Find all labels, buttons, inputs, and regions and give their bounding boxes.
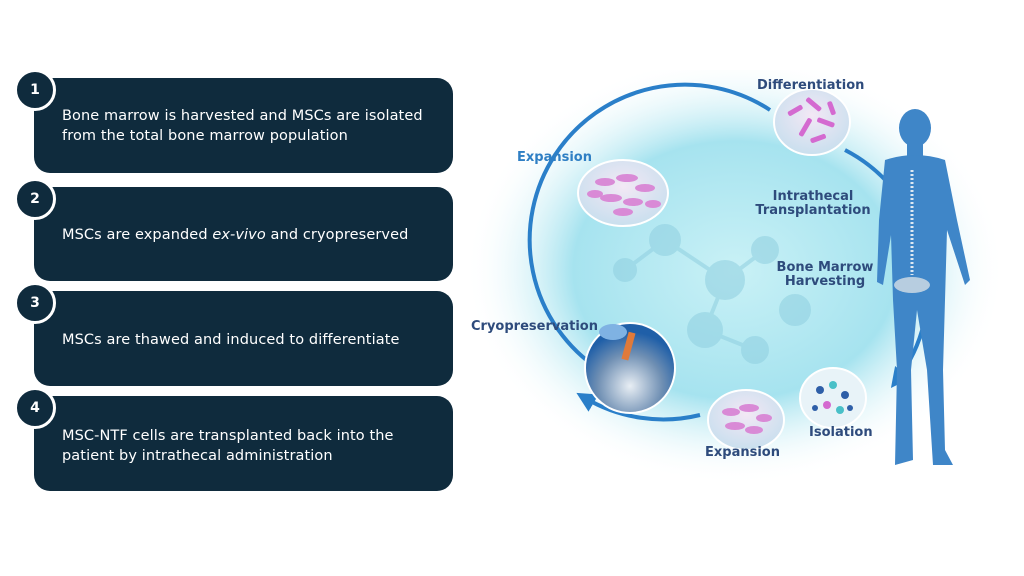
step-2-box: 2 MSCs are expanded ex-vivo and cryopres…	[14, 178, 453, 281]
differentiation-dish	[773, 88, 851, 156]
expansion-dish-top	[577, 159, 669, 227]
cell-therapy-cycle-diagram: Differentiation Expansion Intrathecal Tr…	[465, 55, 1005, 500]
cryopreservation-image	[584, 322, 676, 414]
step-text: Bone marrow is harvested and MSCs are is…	[62, 108, 423, 144]
label-expansion-top: Expansion	[517, 150, 592, 165]
molecule-decoration	[613, 224, 811, 364]
label-differentiation: Differentiation	[757, 78, 865, 93]
label-expansion-bottom: Expansion	[705, 445, 780, 460]
isolation-dish	[799, 367, 867, 429]
step-text: MSCs are expanded ex-vivo and cryopreser…	[62, 225, 439, 245]
label-isolation: Isolation	[809, 425, 873, 440]
step-text-italic: ex-vivo	[212, 227, 266, 243]
label-intrathecal-transplantation: Intrathecal Transplantation	[755, 189, 871, 218]
step-text-part: and cryopreserved	[265, 227, 409, 243]
step-text: MSCs are thawed and induced to different…	[62, 332, 400, 348]
step-3-box: 3 MSCs are thawed and induced to differe…	[14, 282, 453, 386]
step-1-box: 1 Bone marrow is harvested and MSCs are …	[14, 69, 453, 173]
human-silhouette	[877, 109, 970, 465]
step-number-badge: 4	[14, 387, 56, 429]
cycle-graphic	[465, 55, 1005, 485]
label-bone-marrow-harvesting: Bone Marrow Harvesting	[776, 260, 874, 289]
step-number-badge: 3	[14, 282, 56, 324]
expansion-dish-bottom	[707, 389, 785, 451]
step-number-badge: 2	[14, 178, 56, 220]
step-4-box: 4 MSC-NTF cells are transplanted back in…	[14, 387, 453, 491]
step-number-badge: 1	[14, 69, 56, 111]
label-cryopreservation: Cryopreservation	[471, 319, 598, 334]
step-text: MSC-NTF cells are transplanted back into…	[62, 428, 394, 464]
pelvis-illustration	[894, 277, 930, 293]
step-text-part: MSCs are expanded	[62, 227, 213, 243]
